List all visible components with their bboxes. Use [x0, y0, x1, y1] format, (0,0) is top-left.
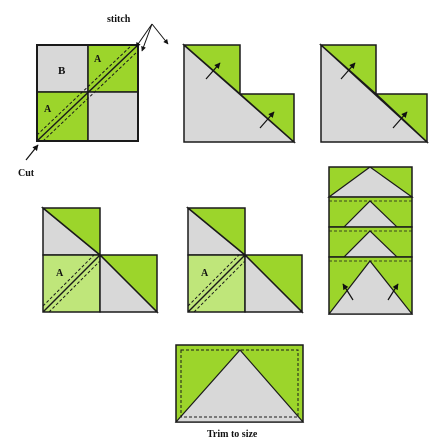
step-1-four-patch: B A A stitch Cut [18, 14, 169, 179]
trim-outline [180, 349, 299, 418]
gray-center-triangle [174, 349, 305, 423]
step-3-cut-piece [319, 43, 429, 144]
label-square-a: A [56, 268, 64, 279]
pressing-arrow-2 [259, 111, 275, 129]
label-square-a-bottom: A [44, 104, 52, 115]
step-5-add-square: A [185, 206, 304, 314]
goose-unit-3 [328, 226, 413, 258]
green-triangle-top [185, 207, 246, 257]
diagonal-line [187, 254, 246, 313]
stitch-arrow-1 [135, 23, 153, 48]
pressing-arrow-right [387, 283, 399, 301]
step-7-final-unit: Trim to size [174, 344, 305, 440]
cut-arrow [25, 144, 39, 161]
pressing-arrow-1 [205, 62, 221, 80]
gray-triangle-right [244, 253, 304, 313]
stitch-arrow-3 [151, 23, 169, 45]
square-gray-bottom-right [87, 91, 139, 142]
label-square-a: A [201, 268, 209, 279]
pressing-arrow-2 [392, 111, 408, 129]
step-1-outline [36, 44, 139, 142]
step-6-flying-geese-stack [327, 166, 414, 315]
stitch-label: stitch [107, 14, 131, 25]
pressing-arrow-1 [340, 62, 356, 80]
goose-unit-4 [327, 256, 414, 315]
cut-line [36, 44, 139, 142]
label-square-b: B [58, 65, 66, 77]
step-2-cut-piece [182, 43, 296, 144]
green-triangle-top [319, 44, 377, 96]
goose-unit-1 [327, 166, 414, 198]
stitch-line-lower [42, 254, 95, 307]
step-4-add-square: A [40, 206, 159, 314]
gray-triangle-right [99, 253, 159, 313]
green-triangle-top [182, 44, 241, 96]
pressing-arrow-left [342, 283, 354, 301]
stitch-arrow-2 [141, 23, 153, 52]
trim-label: Trim to size [207, 429, 258, 440]
stitch-line-lower [36, 44, 133, 136]
stitch-line-lower [187, 254, 240, 307]
stitch-line-upper [193, 260, 246, 313]
stitch-line-upper [48, 260, 101, 313]
green-triangle-bottom [238, 93, 295, 144]
stitch-line-upper [42, 50, 139, 142]
goose-unit-2 [328, 196, 413, 228]
green-triangle-top [40, 207, 101, 257]
diagonal-line [42, 254, 101, 313]
cut-label: Cut [18, 168, 35, 179]
label-square-a-top: A [94, 54, 102, 65]
